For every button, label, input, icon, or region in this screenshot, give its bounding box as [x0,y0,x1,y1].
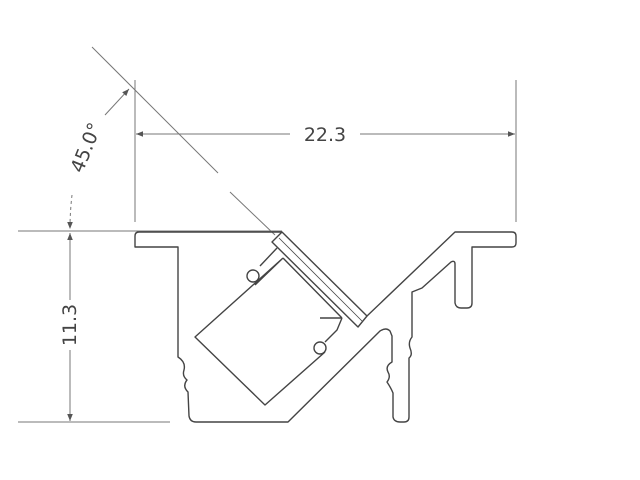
clip-nub-upper [246,269,260,283]
width-dimension-label: 22.3 [304,124,346,146]
height-dimension-label: 11.3 [59,304,81,346]
angle-reference-line-2 [229,191,276,236]
diffuser-cover [271,231,368,328]
led-channel [194,247,343,406]
angle-arc-bottom [67,194,73,230]
extrusion-profile [134,231,517,423]
clip-nub-lower [313,341,327,355]
angle-reference-line [91,46,219,174]
angle-arc-top [104,88,130,116]
profile-outline [134,231,517,423]
angle-dimension-label: 45.0° [67,120,107,176]
diffuser-inner-line [278,237,363,322]
dimension-lines [18,46,517,423]
